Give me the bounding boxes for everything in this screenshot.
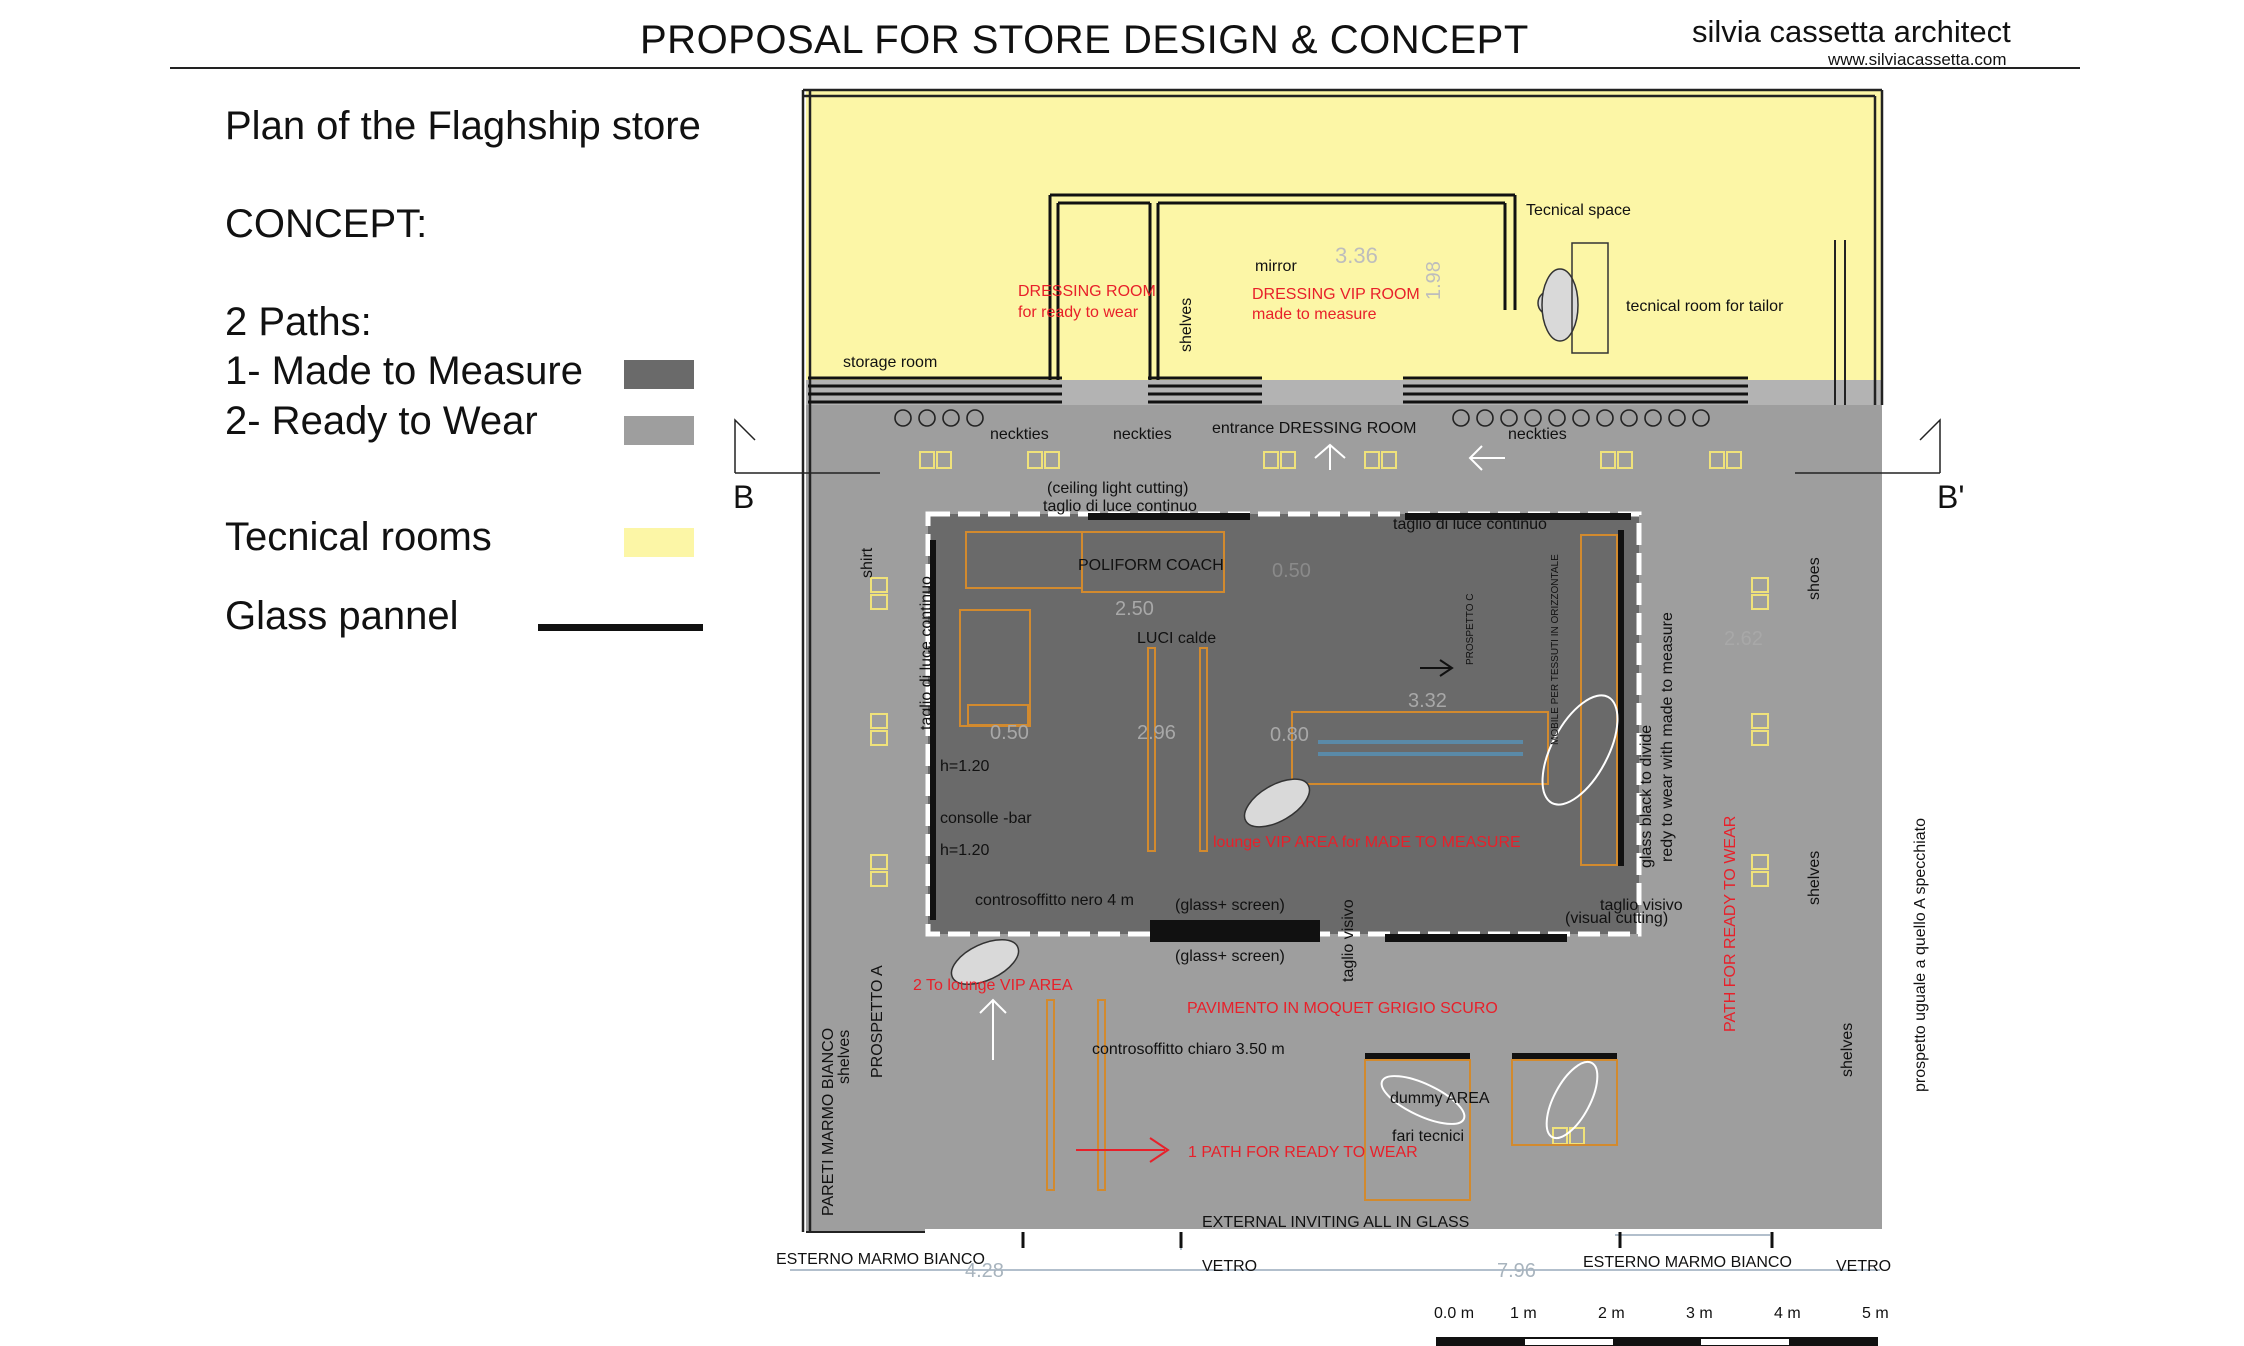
label-ceiling-cut-1: (ceiling light cutting) — [1047, 480, 1189, 497]
architect-url[interactable]: www.silviacassetta.com — [1828, 50, 2007, 69]
label-taglio-visivo-1: taglio visivo — [1600, 897, 1683, 914]
scale-tick-4: 4 m — [1774, 1305, 1801, 1322]
label-path-rtw: 1 PATH FOR READY TO WEAR — [1188, 1144, 1418, 1161]
label-mirror: mirror — [1255, 258, 1297, 275]
label-shelves-r1: shelves — [1806, 850, 1823, 905]
scale-tick-5: 5 m — [1862, 1305, 1889, 1322]
header-rule — [170, 67, 2080, 69]
label-vetro-1: VETRO — [1202, 1258, 1258, 1275]
label-dressing-rtw-2: for ready to wear — [1018, 304, 1139, 321]
legend-glass: Glass pannel — [225, 594, 459, 638]
label-dim-428: 4.28 — [965, 1260, 1004, 1282]
concept-heading: CONCEPT: — [225, 202, 428, 246]
section-b-label: B — [733, 479, 755, 515]
label-controsoffitto-chiaro: controsoffitto chiaro 3.50 m — [1092, 1041, 1285, 1058]
label-vip-room-2: made to measure — [1252, 306, 1377, 323]
legend-made-to-measure: 1- Made to Measure — [225, 349, 583, 393]
label-dim-296: 2.96 — [1137, 722, 1176, 744]
label-neckties-1: neckties — [990, 426, 1049, 443]
label-tech-tailor: tecnical room for tailor — [1626, 298, 1784, 315]
label-dim-262: 2.62 — [1724, 628, 1763, 650]
label-controsoffitto-nero: controsoffitto nero 4 m — [975, 892, 1134, 909]
label-mobile-tessuti: MOBILE PER TESSUTI IN ORIZZONTALE — [1550, 554, 1561, 745]
label-fari: fari tecnici — [1392, 1128, 1465, 1145]
swatch-tech-rooms — [624, 528, 694, 557]
label-prospetto-a: PROSPETTO A — [869, 965, 886, 1078]
label-pavimento: PAVIMENTO IN MOQUET GRIGIO SCURO — [1187, 1000, 1498, 1017]
swatch-made-to-measure — [624, 360, 694, 389]
label-dim-250: 2.50 — [1115, 598, 1154, 620]
label-glass-black-1: glass black to divide — [1638, 724, 1655, 868]
label-to-lounge: 2 To lounge VIP AREA — [913, 977, 1073, 994]
label-shelves-top: shelves — [1178, 297, 1195, 352]
scale-tick-2: 2 m — [1598, 1305, 1625, 1322]
label-dim-198: 1.98 — [1423, 261, 1445, 300]
paths-heading: 2 Paths: — [225, 300, 372, 344]
label-dim-796: 7.96 — [1497, 1260, 1536, 1282]
label-glass-screen-2: (glass+ screen) — [1175, 948, 1285, 965]
label-dim-332: 3.32 — [1408, 690, 1447, 712]
label-taglio-visivo-2: (visual cutting) — [1565, 910, 1669, 927]
label-h120-a: h=1.20 — [940, 758, 990, 775]
label-external: EXTERNAL INVITING ALL IN GLASS — [1202, 1214, 1470, 1231]
label-dressing-rtw-1: DRESSING ROOM — [1018, 283, 1156, 300]
page-title: PROPOSAL FOR STORE DESIGN & CONCEPT — [640, 18, 1529, 62]
label-glass-black-2: redy to wear with made to measure — [1659, 612, 1676, 862]
label-shoes: shoes — [1806, 557, 1823, 600]
label-luci-calde: LUCI calde — [1137, 630, 1217, 647]
label-dim-336: 3.36 — [1335, 243, 1378, 268]
label-vetro-2: VETRO — [1836, 1258, 1892, 1275]
label-tech-space: Tecnical space — [1526, 202, 1631, 219]
legend-ready-to-wear: 2- Ready to Wear — [225, 399, 538, 443]
section-b-prime-label: B' — [1937, 479, 1965, 515]
label-dim-050-b: 0.50 — [990, 722, 1029, 744]
label-prospetto-b: prospetto uguale a quello A specchiato — [1912, 818, 1929, 1092]
label-v-taglio-luce: taglio di luce continuo — [918, 576, 935, 730]
label-shelves-r2: shelves — [1839, 1022, 1856, 1077]
scale-tick-3: 3 m — [1686, 1305, 1713, 1322]
scale-bar — [1436, 1337, 1878, 1346]
label-storage-room: storage room — [843, 354, 938, 371]
label-entrance-dressing: entrance DRESSING ROOM — [1212, 420, 1417, 437]
label-vip-room-1: DRESSING VIP ROOM — [1252, 286, 1420, 303]
label-neckties-2: neckties — [1113, 426, 1172, 443]
label-dim-050-a: 0.50 — [1272, 560, 1311, 582]
label-glass-screen-1: (glass+ screen) — [1175, 897, 1285, 914]
label-lounge-vip: lounge VIP AREA for MADE TO MEASURE — [1213, 834, 1521, 851]
label-v-path-rtw: PATH FOR READY TO WEAR — [1722, 815, 1739, 1032]
scale-tick-0: 0.0 m — [1434, 1305, 1475, 1322]
swatch-ready-to-wear — [624, 416, 694, 445]
label-ceiling-cut-2: taglio di luce continuo — [1043, 498, 1197, 515]
label-neckties-3: neckties — [1508, 426, 1567, 443]
tech-zone — [806, 90, 1882, 380]
legend-tech-rooms: Tecnical rooms — [225, 515, 492, 559]
label-shelves-l: shelves — [836, 1029, 853, 1084]
plan-title: Plan of the Flaghship store — [225, 104, 701, 148]
label-v-taglio-visivo: taglio visivo — [1340, 899, 1357, 982]
label-dim-080: 0.80 — [1270, 724, 1309, 746]
label-dummy: dummy AREA — [1390, 1090, 1490, 1107]
label-shirt: shirt — [859, 547, 876, 578]
scale-tick-1: 1 m — [1510, 1305, 1537, 1322]
architect-name: silvia cassetta architect — [1692, 14, 2011, 49]
made-to-measure-area — [928, 514, 1639, 934]
label-ceiling-cut-3: taglio di luce continuo — [1393, 516, 1547, 533]
label-prospetto-c: PROSPETTO C — [1465, 593, 1476, 666]
label-esterno-1: ESTERNO MARMO BIANCO — [776, 1251, 985, 1268]
label-poliform: POLIFORM COACH — [1078, 557, 1224, 574]
label-consolle: consolle -bar — [940, 810, 1032, 827]
label-h120-b: h=1.20 — [940, 842, 990, 859]
swatch-glass — [538, 624, 703, 631]
label-esterno-2: ESTERNO MARMO BIANCO — [1583, 1254, 1792, 1271]
